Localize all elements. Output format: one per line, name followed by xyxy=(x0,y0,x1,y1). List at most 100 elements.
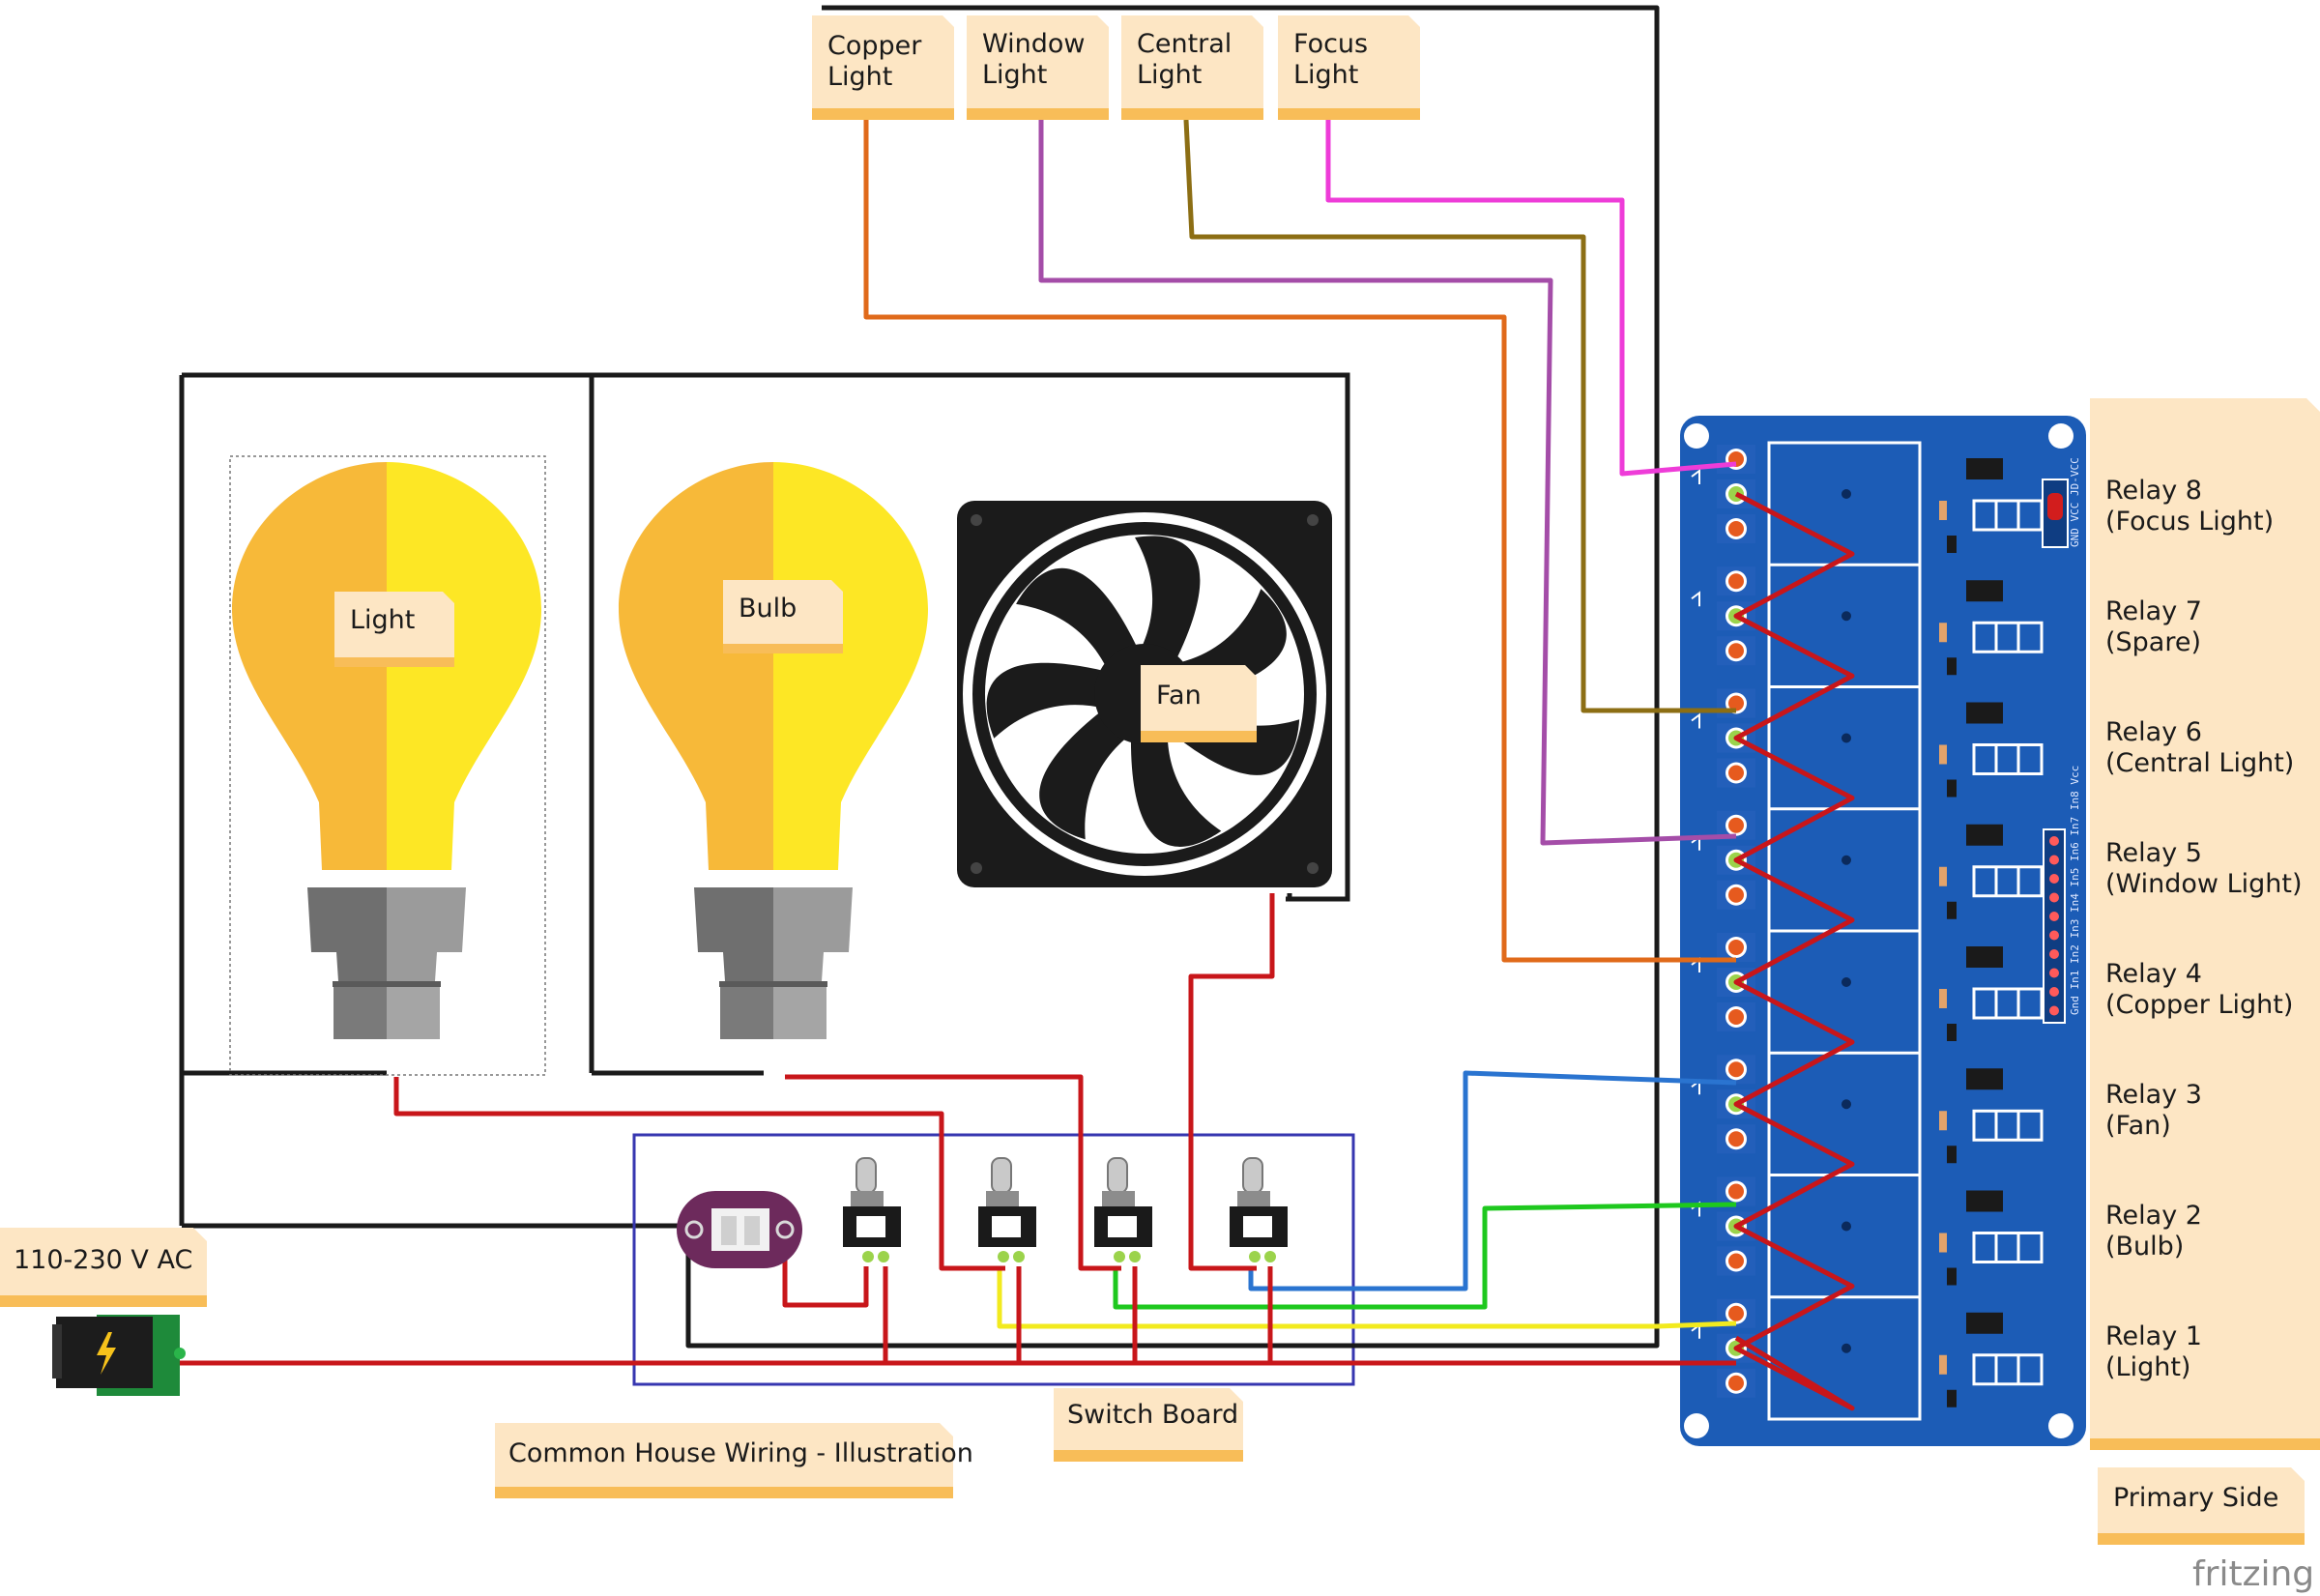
relay-role: (Central Light) xyxy=(2105,748,2294,778)
relay-role: (Bulb) xyxy=(2105,1232,2184,1262)
resistor xyxy=(1939,1111,1947,1131)
svg-text:Bulb: Bulb xyxy=(739,594,797,624)
note-relay-list: Relay 8(Focus Light) Relay 7(Spare) Relay … xyxy=(2090,398,2320,1450)
relay-coil-dot xyxy=(1842,489,1851,499)
bulb xyxy=(619,462,928,1039)
optocoupler xyxy=(1966,458,2003,479)
jumper-block xyxy=(1972,865,2044,898)
svg-text:Fan: Fan xyxy=(1156,681,1202,711)
input-header xyxy=(2043,828,2066,1024)
fritzing-logo: fritzing xyxy=(2192,1554,2314,1594)
wire-copper-light xyxy=(863,120,1736,963)
relay-name: Relay 4 xyxy=(2105,959,2202,989)
toggle-switch[interactable] xyxy=(1230,1157,1288,1262)
wires xyxy=(180,5,1855,1411)
jumper-block xyxy=(1972,987,2044,1020)
svg-text:Copper: Copper xyxy=(827,31,922,61)
svg-text:Light: Light xyxy=(1293,60,1358,90)
resistor xyxy=(1939,989,1947,1008)
relay-coil-dot xyxy=(1842,733,1851,743)
relay-name: Relay 1 xyxy=(2105,1321,2202,1351)
header-pin xyxy=(2049,987,2059,997)
light-bulb xyxy=(232,462,541,1039)
optocoupler xyxy=(1966,1190,2003,1212)
header-pin xyxy=(2049,912,2059,921)
wire-window-light xyxy=(1038,120,1737,846)
jumper-block xyxy=(1972,743,2044,775)
relay-name: Relay 2 xyxy=(2105,1201,2202,1231)
resistor xyxy=(1939,1233,1947,1253)
optocoupler xyxy=(1966,946,2003,968)
relay-coil-dot xyxy=(1842,611,1851,622)
svg-text:Light: Light xyxy=(350,605,415,635)
toggle-switches xyxy=(843,1157,1288,1262)
optocoupler xyxy=(1966,1312,2003,1334)
note-power-supply: 110-230 V AC xyxy=(0,1228,207,1307)
relay-name: Relay 7 xyxy=(2105,596,2202,626)
relay-role: (Window Light) xyxy=(2105,869,2303,899)
resistor xyxy=(1939,623,1947,643)
note-switch-board: Switch Board xyxy=(1054,1388,1243,1462)
relay-board: GND VCC JD-VCC Gnd In1 In2 In3 In4 In5 I… xyxy=(1680,416,2086,1446)
note-focus-light: Focus Light xyxy=(1278,15,1420,120)
wire-light-signal xyxy=(997,1266,1737,1329)
svg-text:Switch Board: Switch Board xyxy=(1067,1400,1238,1430)
resistor xyxy=(1939,1354,1947,1375)
relay-name: Relay 8 xyxy=(2105,476,2202,506)
power-pin-labels: GND VCC JD-VCC xyxy=(2069,457,2081,547)
wire-bulb-signal xyxy=(1113,1202,1737,1310)
resistor xyxy=(1939,744,1947,765)
note-primary-side: Primary Side xyxy=(2098,1467,2305,1545)
svg-text:Focus: Focus xyxy=(1293,29,1368,59)
fan-blade xyxy=(986,662,1130,739)
svg-text:Light: Light xyxy=(827,62,892,92)
relay-coil-dot xyxy=(1842,1343,1851,1353)
terminal-connector xyxy=(677,1191,802,1268)
note-window-light: Window Light xyxy=(967,15,1109,120)
switch-board-outline xyxy=(632,1133,1355,1386)
fan-blade xyxy=(1039,708,1154,840)
header-pin xyxy=(2049,836,2059,846)
note-central-light: Central Light xyxy=(1121,15,1263,120)
header-pin xyxy=(2049,1005,2059,1016)
relay-role: (Copper Light) xyxy=(2105,990,2293,1020)
relay-role: (Spare) xyxy=(2105,627,2201,657)
header-pin xyxy=(2049,874,2059,884)
header-pin xyxy=(2049,855,2059,865)
svg-text:Common House Wiring - Illustra: Common House Wiring - Illustration xyxy=(508,1438,973,1468)
relay-name: Relay 3 xyxy=(2105,1080,2202,1110)
header-pin xyxy=(2049,949,2059,959)
note-caption: Common House Wiring - Illustration xyxy=(495,1423,973,1498)
resistor xyxy=(1939,501,1947,520)
svg-text:Central: Central xyxy=(1137,29,1232,59)
relay-role: (Focus Light) xyxy=(2105,507,2274,537)
relay-coil-dot xyxy=(1842,1099,1851,1110)
optocoupler xyxy=(1966,580,2003,602)
optocoupler xyxy=(1966,702,2003,724)
power-jack xyxy=(52,1315,186,1396)
wire-central-light xyxy=(1183,119,1736,713)
note-fan: Fan xyxy=(1141,665,1257,742)
header-pin xyxy=(2049,930,2059,941)
toggle-switch[interactable] xyxy=(843,1157,901,1262)
header-pin xyxy=(2049,968,2059,978)
svg-text:110-230 V AC: 110-230 V AC xyxy=(14,1245,192,1275)
relay-role: (Fan) xyxy=(2105,1111,2171,1141)
relay-name: Relay 6 xyxy=(2105,717,2202,747)
svg-text:Light: Light xyxy=(982,60,1047,90)
relay-name: Relay 5 xyxy=(2105,838,2202,868)
fan-blade xyxy=(1125,536,1201,675)
wire-focus-light xyxy=(1325,120,1737,477)
relay-coil-dot xyxy=(1842,977,1851,987)
relay-coil-dot xyxy=(1842,855,1851,865)
jumper-block xyxy=(1972,1109,2044,1142)
input-pin-labels: Gnd In1 In2 In3 In4 In5 In6 In7 In8 Vcc xyxy=(2069,766,2081,1015)
jumper-block xyxy=(1972,1232,2044,1263)
svg-text:Window: Window xyxy=(982,29,1085,59)
jumper-block xyxy=(1972,1353,2044,1386)
svg-text:Primary Side: Primary Side xyxy=(2113,1483,2278,1513)
toggle-switch[interactable] xyxy=(1094,1157,1152,1262)
toggle-switch[interactable] xyxy=(978,1157,1036,1262)
note-bulb: Bulb xyxy=(723,580,843,653)
